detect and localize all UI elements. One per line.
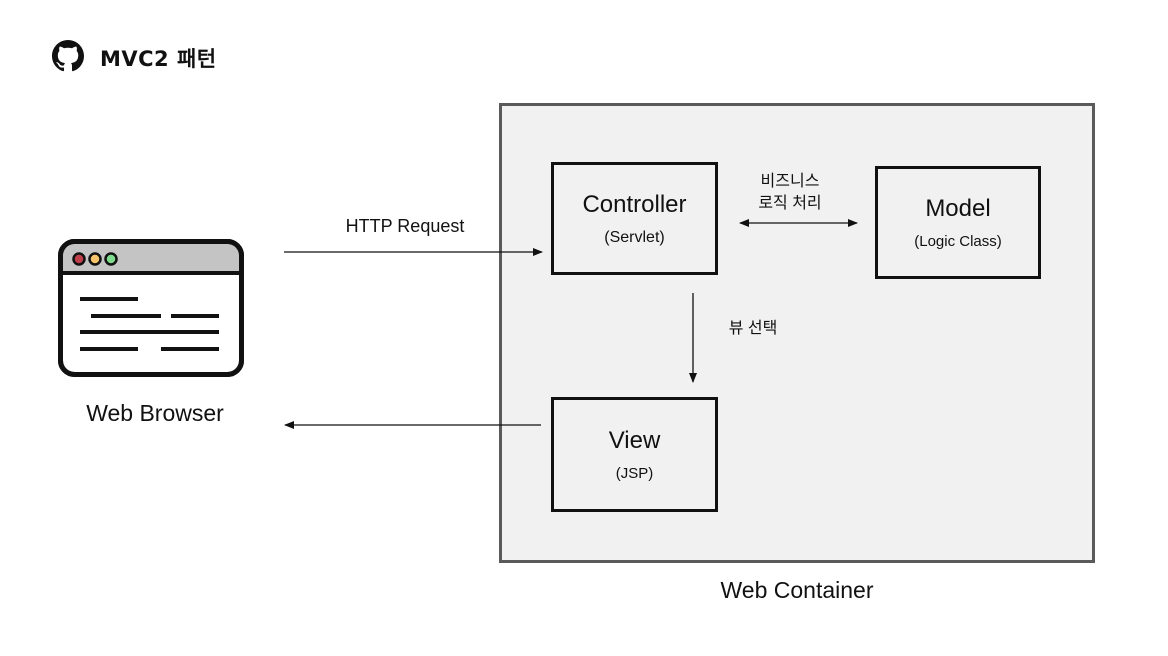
page-header: MVC2 패턴 [52, 39, 217, 77]
view-title: View [608, 427, 661, 454]
business-logic-label: 비즈니스 로직 처리 [735, 171, 845, 215]
controller-title: Controller [582, 190, 687, 218]
business-logic-line2: 로직 처리 [758, 195, 822, 212]
container-label: Web Container [720, 577, 874, 603]
browser-window-icon [58, 239, 244, 382]
view-subtitle: (JSP) [615, 465, 654, 482]
github-icon [52, 39, 84, 77]
model-box: Model (Logic Class) [875, 166, 1041, 279]
page-title: MVC2 패턴 [100, 47, 217, 71]
browser-label: Web Browser [86, 400, 224, 426]
model-title: Model [925, 195, 991, 222]
view-select-label: 뷰 선택 [728, 320, 778, 337]
close-dot [72, 252, 86, 266]
http-request-label: HTTP Request [345, 216, 465, 236]
model-subtitle: (Logic Class) [914, 233, 1002, 250]
view-box: View (JSP) [551, 397, 718, 512]
controller-box: Controller (Servlet) [551, 162, 718, 275]
controller-subtitle: (Servlet) [604, 228, 665, 246]
minimize-dot [88, 252, 102, 266]
maximize-dot [104, 252, 118, 266]
business-logic-line1: 비즈니스 [760, 173, 820, 190]
